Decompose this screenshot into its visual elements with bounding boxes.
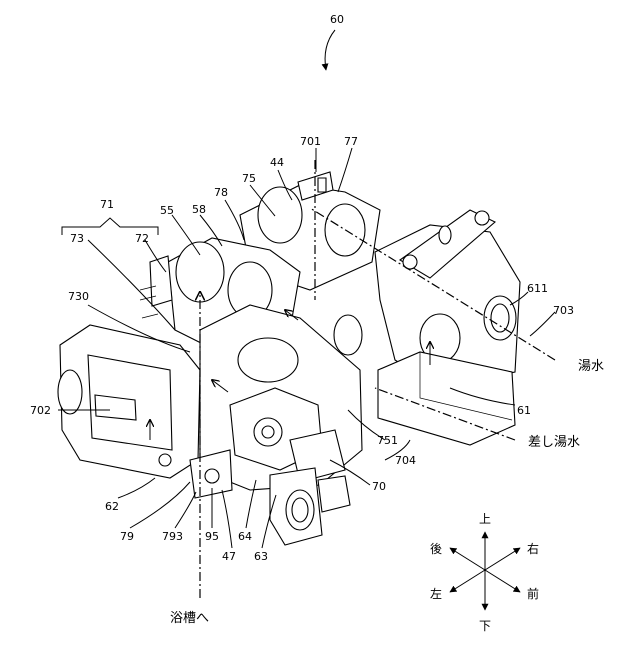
label-793: 793 — [162, 530, 183, 543]
label-64: 64 — [238, 530, 252, 543]
label-71: 71 — [100, 198, 114, 211]
flow-label-added-hot-water: 差し湯水 — [528, 435, 580, 450]
label-79: 79 — [120, 530, 134, 543]
label-44: 44 — [270, 156, 284, 169]
label-75: 75 — [242, 172, 256, 185]
arrow-front — [485, 570, 520, 592]
label-63: 63 — [254, 550, 268, 563]
label-95: 95 — [205, 530, 219, 543]
arrow-right — [485, 548, 520, 570]
dir-label-front: 前 — [527, 586, 539, 601]
figure-number-arrow — [325, 30, 335, 70]
dir-label-back: 後 — [430, 542, 442, 556]
flow-label-to-bathtub: 浴槽へ — [170, 611, 209, 626]
label-62: 62 — [105, 500, 119, 513]
dir-label-left: 左 — [430, 586, 442, 601]
label-55: 55 — [160, 204, 174, 217]
flow-label-hot-water: 湯水 — [578, 359, 604, 374]
direction-legend: 上 下 後 右 左 前 — [430, 512, 539, 633]
arrow-left — [450, 570, 485, 592]
label-47: 47 — [222, 550, 236, 563]
label-751: 751 — [377, 434, 398, 447]
dir-label-right: 右 — [527, 541, 539, 556]
label-77: 77 — [344, 135, 358, 148]
label-78: 78 — [214, 186, 228, 199]
figure-number: 60 — [330, 13, 344, 26]
label-611: 611 — [527, 282, 548, 295]
label-730: 730 — [68, 290, 89, 303]
label-703: 703 — [553, 304, 574, 317]
label-702: 702 — [30, 404, 51, 417]
label-73: 73 — [70, 232, 84, 245]
label-704: 704 — [395, 454, 416, 467]
label-58: 58 — [192, 203, 206, 216]
label-61: 61 — [517, 404, 531, 417]
label-72: 72 — [135, 232, 149, 245]
valve-unit-body — [58, 172, 520, 545]
arrow-back — [450, 548, 485, 570]
dir-label-down: 下 — [479, 619, 491, 633]
label-70: 70 — [372, 480, 386, 493]
label-701: 701 — [300, 135, 321, 148]
dir-label-up: 上 — [479, 512, 491, 526]
